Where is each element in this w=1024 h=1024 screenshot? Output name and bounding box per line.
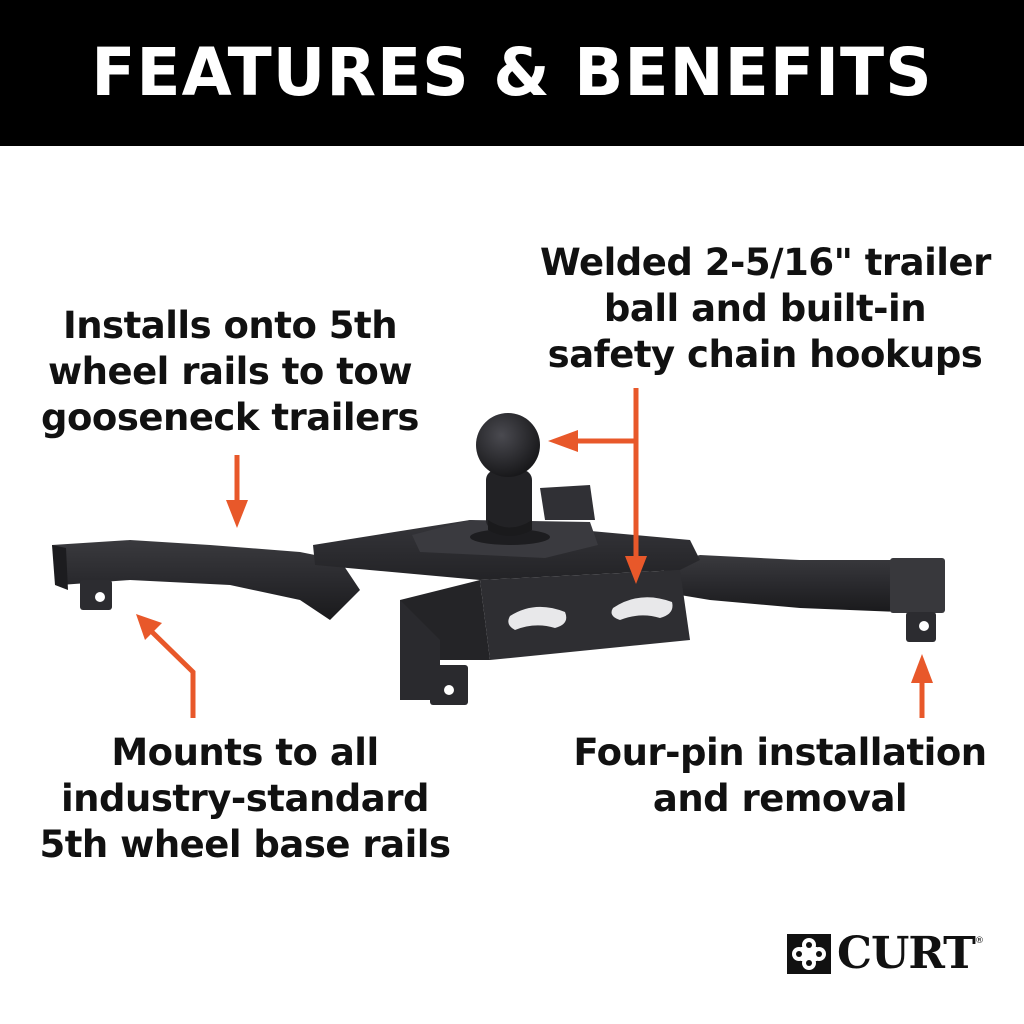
registered-mark: ®: [974, 936, 984, 946]
callout-rails: Installs onto 5th wheel rails to tow goo…: [40, 303, 420, 441]
callout-line: and removal: [652, 777, 908, 820]
center-plate: [313, 485, 700, 705]
callout-ball: Welded 2-5/16" trailer ball and built-in…: [540, 240, 991, 378]
callout-arrows: [136, 388, 933, 718]
curt-logo: CURT ®: [787, 932, 984, 976]
arrow-mounts: [148, 628, 196, 718]
callout-line: Installs onto 5th: [62, 304, 398, 347]
header-banner: FEATURES & BENEFITS: [0, 0, 1024, 146]
trailer-ball: [476, 413, 540, 536]
callout-line: 5th wheel base rails: [39, 823, 451, 866]
callout-mounts: Mounts to all industry-standard 5th whee…: [30, 730, 460, 868]
arrow-ball-left: [548, 430, 578, 452]
safety-chain-hook-right: [611, 597, 673, 620]
callout-line: gooseneck trailers: [41, 396, 419, 439]
callout-line: industry-standard: [61, 777, 430, 820]
callout-line: ball and built-in: [603, 287, 927, 330]
arrow-chain-down: [625, 556, 647, 584]
callout-line: wheel rails to tow: [47, 350, 413, 393]
callout-pins: Four-pin installation and removal: [570, 730, 990, 822]
callout-line: safety chain hookups: [547, 333, 983, 376]
callout-line: Welded 2-5/16" trailer: [540, 241, 991, 284]
banner-title: FEATURES & BENEFITS: [91, 34, 933, 111]
curt-emblem-icon: [787, 934, 831, 974]
right-rail: [660, 555, 945, 642]
brand-name: CURT: [837, 928, 976, 979]
safety-chain-hook-left: [508, 606, 567, 630]
left-rail: [52, 540, 360, 620]
callout-line: Four-pin installation: [573, 731, 987, 774]
callout-line: Mounts to all: [111, 731, 379, 774]
